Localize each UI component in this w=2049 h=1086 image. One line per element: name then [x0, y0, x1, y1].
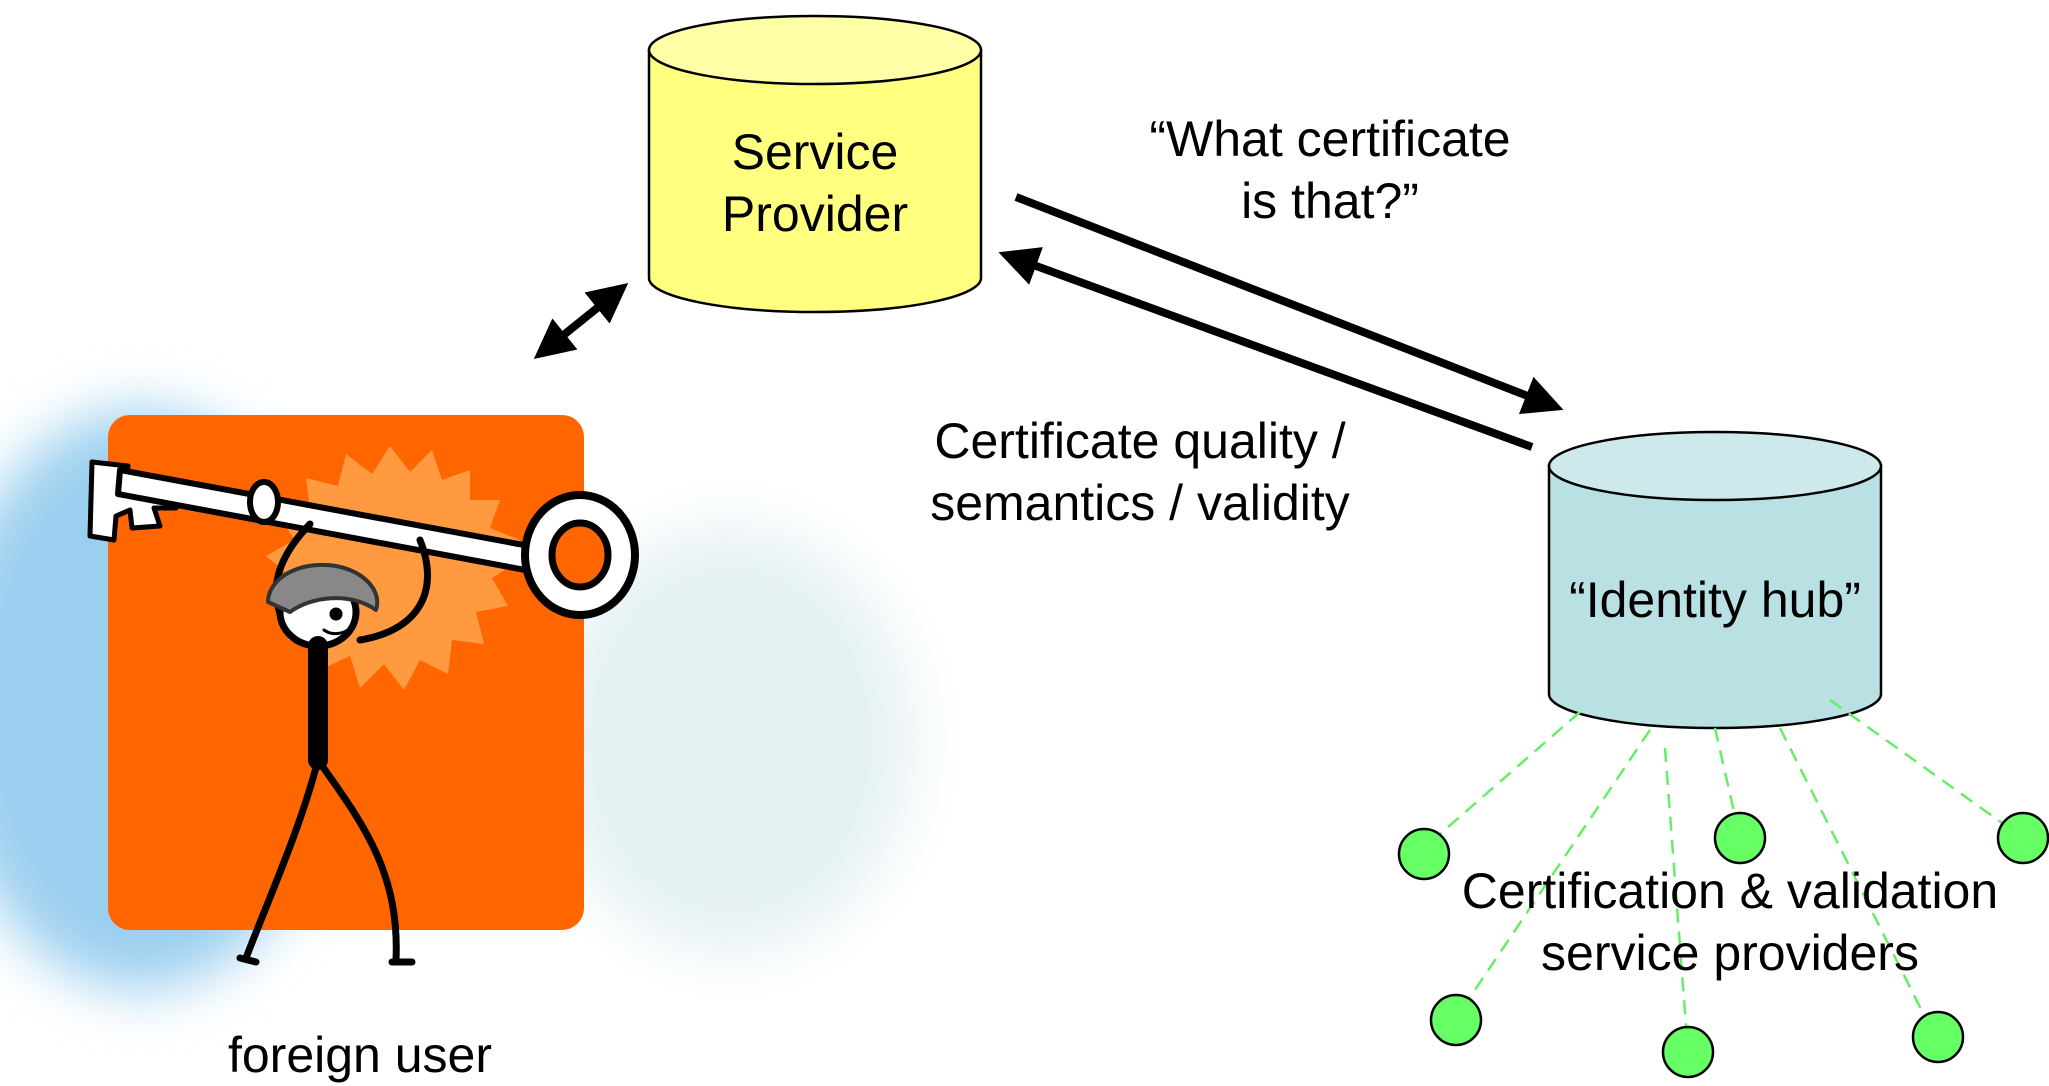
response-arrow — [998, 247, 1534, 451]
certification-line-1: Certification & validation — [1461, 863, 1999, 919]
service-provider-line-2: Provider — [721, 186, 909, 242]
provider-dot — [1911, 1010, 1965, 1064]
service-provider-body — [647, 48, 983, 314]
service-provider-label: Service Provider — [665, 121, 965, 245]
user-provider-arrow — [533, 282, 629, 360]
certification-provider-dots — [1397, 811, 2049, 1079]
provider-dot — [1397, 827, 1451, 881]
service-provider-top — [647, 14, 983, 86]
provider-dot — [1661, 1025, 1715, 1079]
service-provider-line-1: Service — [731, 124, 899, 180]
key-icon — [87, 459, 639, 619]
provider-dot — [1713, 811, 1767, 865]
identity-hub-top — [1547, 430, 1883, 502]
certification-line-2: service providers — [1541, 925, 1919, 981]
arrows — [533, 193, 1564, 451]
request-line-2: is that?” — [1241, 173, 1419, 229]
response-line-1: Certificate quality / — [934, 413, 1346, 469]
identity-hub-label: “Identity hub” — [1569, 572, 1861, 628]
response-line-2: semantics / validity — [930, 475, 1350, 531]
identity-hub-node — [1547, 430, 1883, 730]
person-icon — [236, 520, 431, 966]
foreign-user-label: foreign user — [227, 1027, 493, 1083]
response-message-label: Certificate quality / semantics / validi… — [880, 410, 1400, 534]
provider-dot — [1996, 811, 2049, 865]
service-provider-node — [647, 14, 983, 314]
request-arrow — [1014, 193, 1564, 415]
certification-links — [1423, 698, 2024, 1053]
provider-dot — [1429, 993, 1483, 1047]
certification-providers-label: Certification & validation service provi… — [1420, 860, 2040, 984]
request-message-label: “What certificate is that?” — [1090, 108, 1570, 232]
foreign-user-illustration — [87, 415, 639, 966]
request-line-1: “What certificate — [1149, 111, 1511, 167]
identity-hub-body — [1547, 464, 1883, 730]
